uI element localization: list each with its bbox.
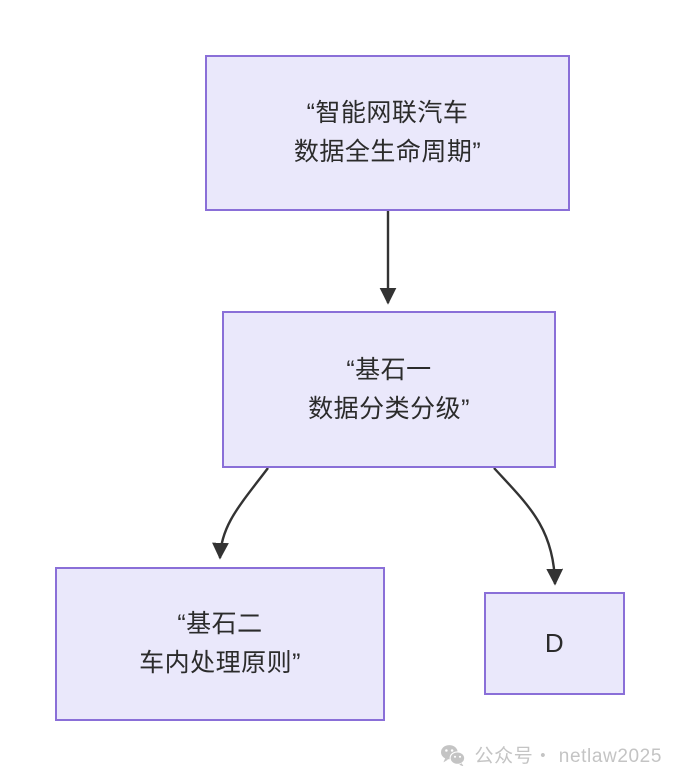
watermark: 公众号・ netlaw2025 bbox=[440, 741, 662, 768]
node-label-line: “智能网联汽车 bbox=[306, 99, 469, 128]
node-data-classification[interactable]: “基石一 数据分类分级” bbox=[222, 311, 556, 468]
edge-b-to-d bbox=[493, 467, 564, 586]
edge-b-to-c bbox=[212, 467, 269, 560]
node-d[interactable]: D bbox=[484, 592, 625, 695]
node-label-line: 车内处理原则” bbox=[139, 649, 301, 677]
node-label-line: 数据全生命周期” bbox=[293, 138, 482, 166]
node-data-lifecycle[interactable]: “智能网联汽车 数据全生命周期” bbox=[205, 55, 570, 211]
node-label-line: D bbox=[544, 628, 565, 659]
node-in-vehicle-processing[interactable]: “基石二 车内处理原则” bbox=[55, 567, 385, 721]
watermark-text: 公众号・ netlaw2025 bbox=[474, 746, 662, 767]
node-label-line: “基石一 bbox=[346, 355, 432, 384]
wechat-icon bbox=[440, 744, 465, 766]
node-label-line: 数据分类分级” bbox=[308, 394, 470, 423]
node-label-line: “基石二 bbox=[177, 610, 263, 639]
